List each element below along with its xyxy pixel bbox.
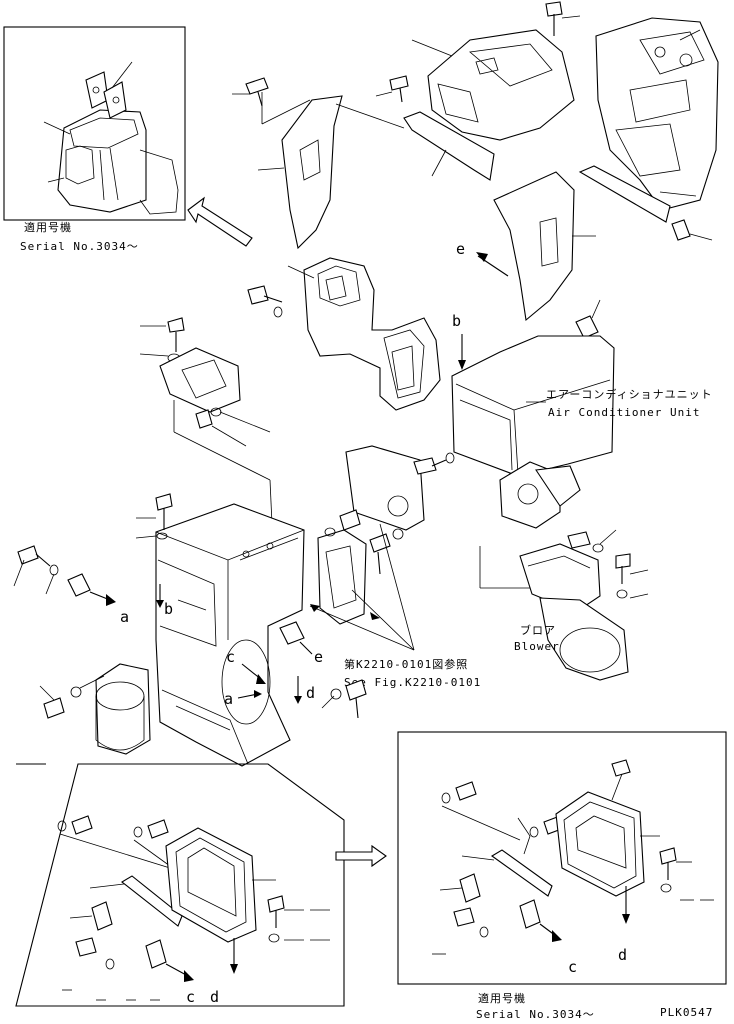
marker-b-frame: b bbox=[164, 600, 173, 618]
marker-d-frame: d bbox=[306, 684, 315, 702]
duct-assembly bbox=[247, 257, 441, 411]
inset-transition-arrow bbox=[335, 844, 387, 868]
inset-bottom-applicable-label: 適用号機 bbox=[478, 991, 526, 1005]
rear-plate bbox=[317, 529, 367, 625]
marker-c-frame: c bbox=[226, 648, 235, 666]
inset-bottom-left bbox=[15, 763, 345, 1007]
air-conditioner-unit bbox=[345, 335, 615, 589]
main-frame bbox=[135, 493, 305, 767]
top-cover-parts bbox=[232, 1, 719, 339]
drawing-number: PLK0547 bbox=[660, 1006, 713, 1019]
blower-en-label: Blower bbox=[514, 640, 560, 653]
marker-d-inset-left: d bbox=[210, 988, 219, 1006]
inset-bottom-serial-label: Serial No.3034～ bbox=[476, 1008, 595, 1019]
marker-c-inset-right: c bbox=[568, 958, 577, 976]
inset-bottom-right bbox=[397, 731, 727, 985]
marker-e-frame: e bbox=[314, 648, 323, 666]
blower-jp-label: ブロア bbox=[520, 623, 556, 637]
marker-d-inset-right: d bbox=[618, 946, 627, 964]
inset-top-left: 適用号機 Serial No.3034～ bbox=[3, 26, 186, 253]
blower bbox=[519, 529, 649, 681]
aircon-en-label: Air Conditioner Unit bbox=[548, 406, 700, 419]
marker-a-right: a bbox=[120, 608, 129, 626]
left-bolt-set bbox=[13, 545, 116, 606]
marker-c-inset-left: c bbox=[186, 988, 195, 1006]
aircon-jp-label: エアーコンディショナユニット bbox=[546, 387, 713, 401]
marker-a-frame: a bbox=[224, 690, 233, 708]
inset-top-serial-label: Serial No.3034～ bbox=[20, 240, 139, 253]
marker-e-top: e bbox=[456, 240, 465, 258]
inset-pointer-arrow bbox=[187, 196, 253, 247]
ref-jp-label: 第K2210-0101図参照 bbox=[344, 657, 468, 671]
marker-b: b bbox=[452, 312, 461, 330]
filter-housing bbox=[39, 663, 151, 755]
ref-en-label: See Fig.K2210-0101 bbox=[344, 676, 481, 689]
mount-bracket bbox=[139, 317, 273, 525]
inset-top-applicable-label: 適用号機 bbox=[24, 220, 72, 234]
